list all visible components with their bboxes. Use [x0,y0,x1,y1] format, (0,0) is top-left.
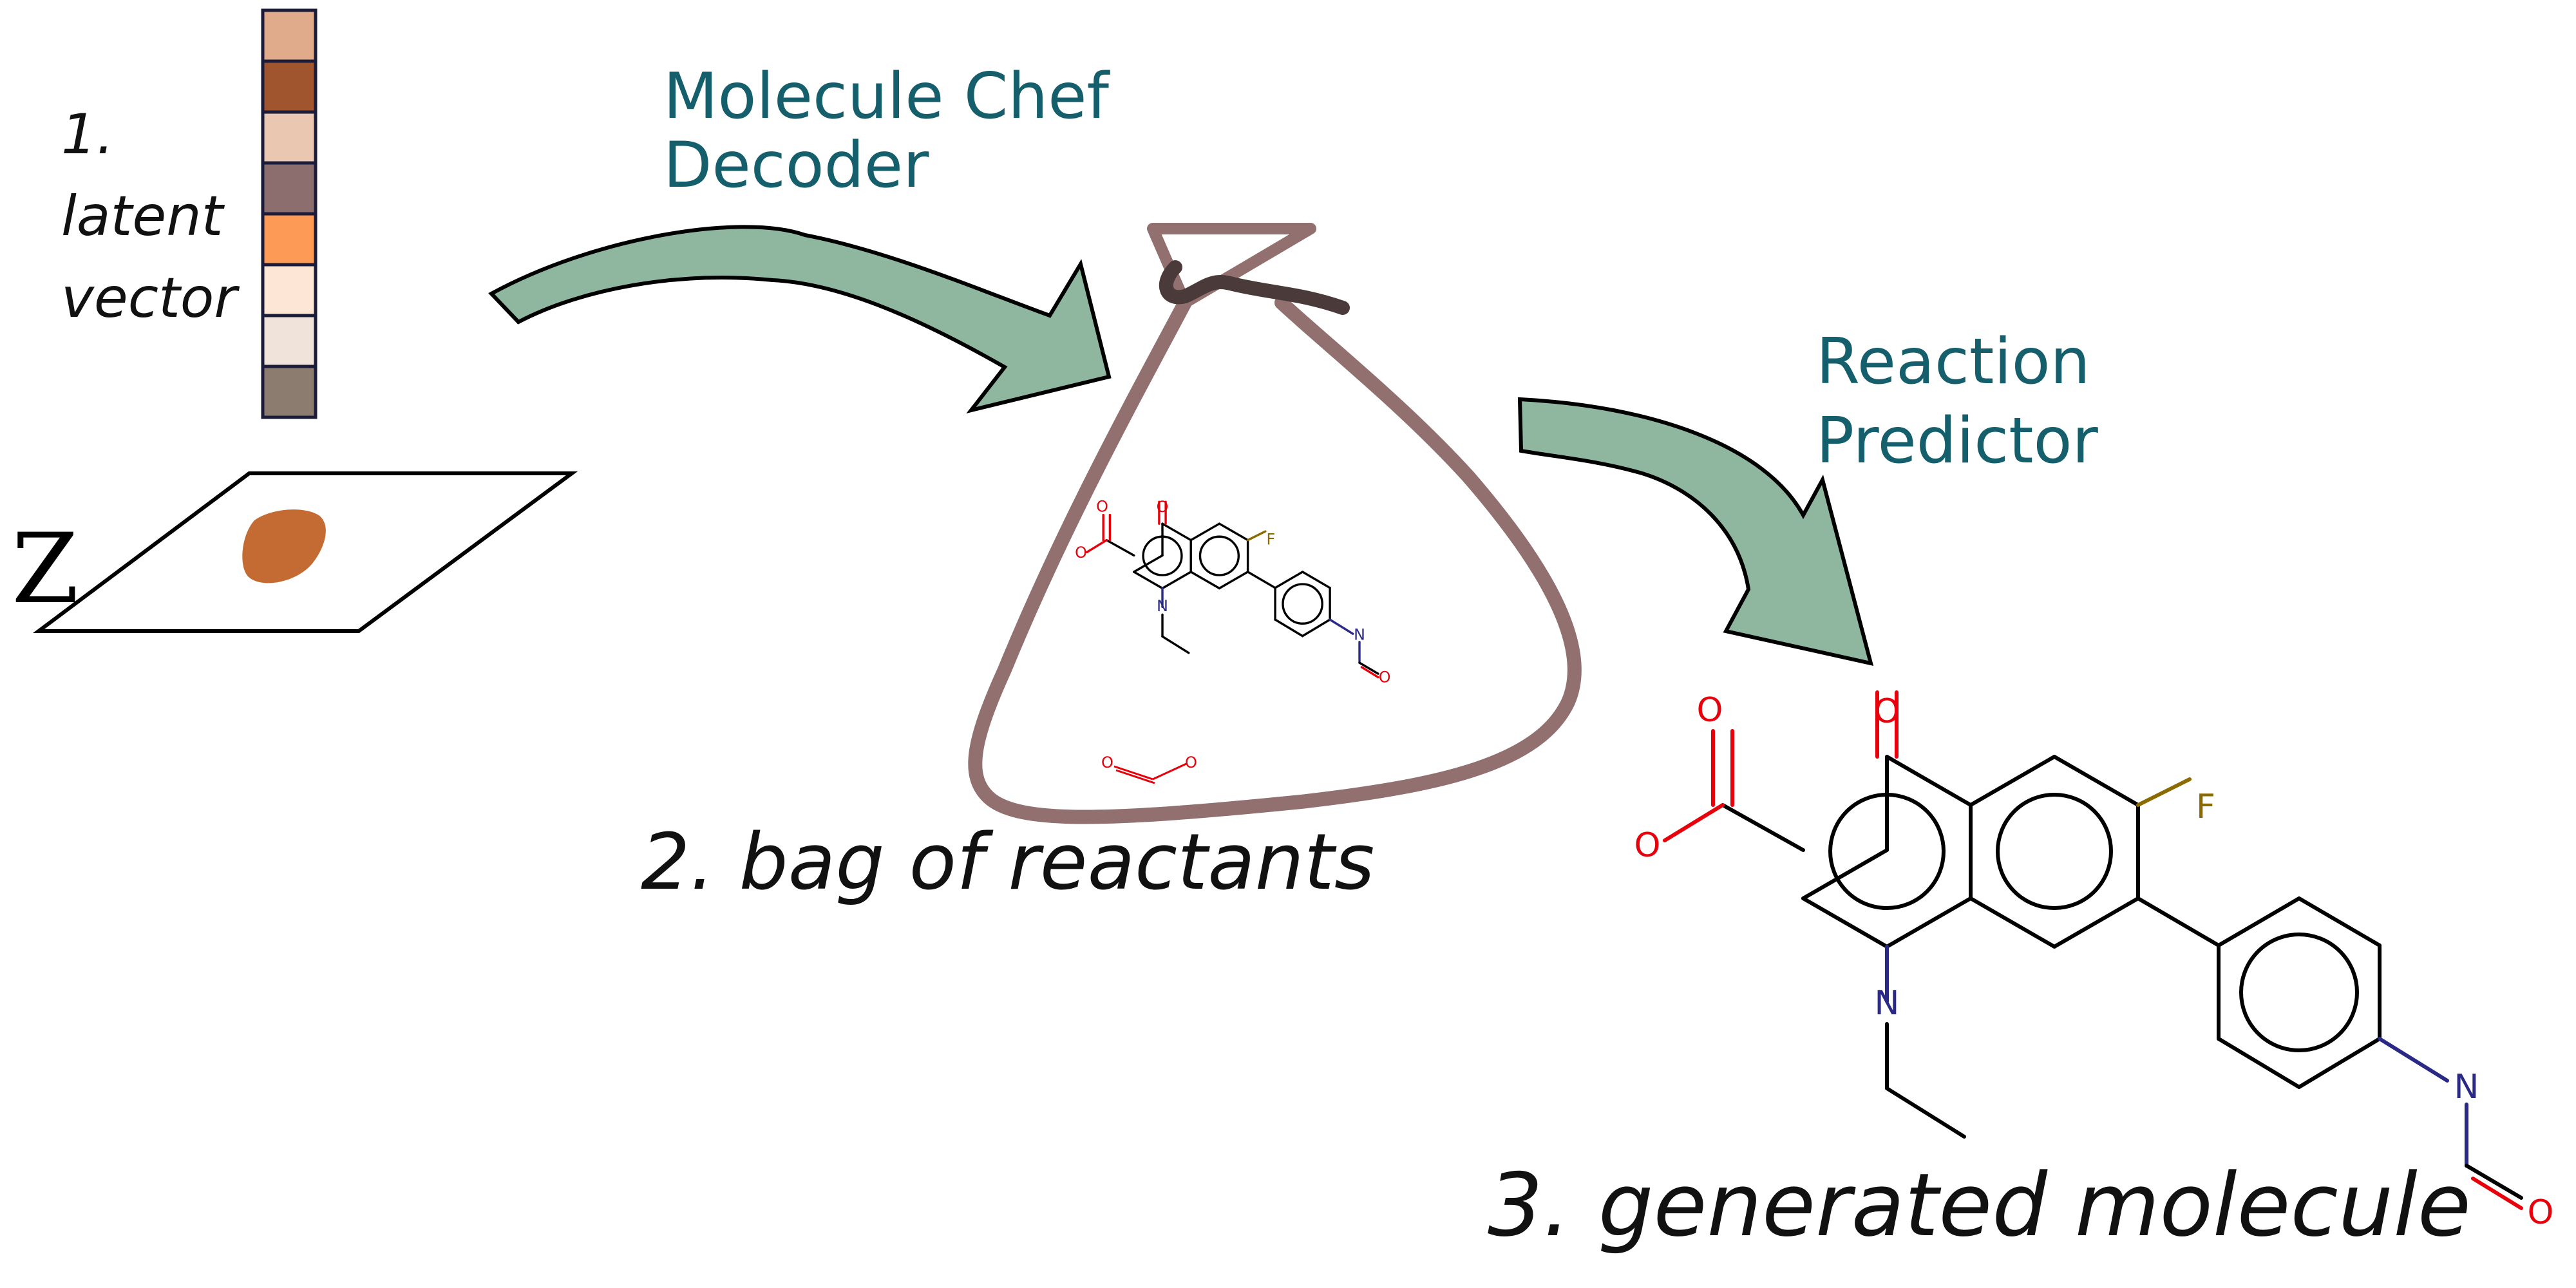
latent-label-line3: vector [61,266,240,330]
bond [1161,635,1190,654]
bond [1218,522,1249,542]
latent-label-line2: latent [61,184,225,249]
generated-caption: 3. generated molecule [1488,1155,2471,1256]
bond [2136,777,2192,807]
bag-reactant-small: O O [1101,753,1197,784]
small-o-1: O [1101,753,1113,772]
bond [1329,618,1354,635]
atom-label: F [2196,788,2215,826]
predictor-arrow [1517,397,1874,666]
bond [2052,755,2140,807]
bond [2465,1164,2523,1200]
latent-vector-cell [261,212,317,267]
bond [2136,896,2221,947]
bond [1969,896,2056,949]
aromatic-ring [1142,535,1183,576]
aromatic-ring [1828,793,1946,910]
bond [1133,554,1164,573]
bond [1218,571,1249,590]
bond [1801,848,1889,900]
bond [1360,666,1379,679]
small-o-2: O [1185,753,1197,772]
atom-label: O [1379,668,1391,687]
bond [1189,571,1221,590]
bond [1885,1086,1966,1139]
bond [1086,538,1108,554]
atom-label: O [1697,691,1723,730]
atom-label: O [2528,1193,2554,1232]
bond [1301,618,1331,638]
decoder-arrow [488,225,1112,413]
latent-vector-cell [261,161,317,216]
bond [2297,896,2382,947]
aromatic-ring [2239,933,2359,1052]
aromatic-ring [1282,583,1323,625]
bag-outline [968,296,1582,824]
predictor-title: Reaction Predictor [1816,325,2099,478]
atom-label: N [1157,597,1168,615]
bond [1358,661,1379,675]
bond [1161,571,1192,590]
predictor-title-line2: Predictor [1816,404,2099,478]
bond [1721,803,1805,852]
aromatic-ring [1996,793,2113,910]
atom-label: O [1075,544,1087,562]
atom-label: O [1157,498,1169,516]
atom-label: F [1266,531,1275,549]
bond [1885,896,1973,949]
bond [1885,755,1973,807]
bond [1105,538,1135,557]
bond [1274,618,1304,638]
atom-label: N [1875,984,1900,1023]
latent-vector-cell [261,8,317,63]
latent-vector-cell [261,110,317,165]
atom-label: N [1354,625,1365,643]
decoder-title: Molecule Chef Decoder [663,60,1111,202]
bag-reactant-main: O O O F N N O [1075,498,1390,687]
latent-space: Z [12,471,578,633]
decoder-title-line2: Decoder [663,129,929,202]
bond [1801,896,1889,949]
bond [2217,1037,2301,1089]
latent-vector-cell [261,263,317,317]
bag-caption: 2. bag of reactants [641,818,1374,907]
bond [2471,1177,2523,1210]
bond [1189,522,1221,542]
z-symbol: Z [12,513,79,625]
bond [1161,522,1192,542]
atom-label: O [1096,498,1108,516]
bond [1246,530,1267,542]
bond [2217,896,2301,947]
latent-vector-cell [261,59,317,114]
latent-vector-label: 1. latent vector [61,102,240,330]
bond [2052,896,2140,949]
latent-vector-cell [261,314,317,368]
predictor-arrow-shape [1517,397,1874,666]
latent-vector [261,8,317,419]
bond [1274,571,1304,589]
aromatic-ring [1198,535,1240,576]
bond [1663,803,1725,842]
latent-label-line1: 1. [61,102,114,167]
latent-point [242,509,326,583]
bond [1133,571,1164,590]
generated-molecule: O O O F N N O [1634,690,2554,1232]
decoder-arrow-shape [488,225,1112,413]
reactant-bag [968,223,1582,824]
decoder-title-line1: Molecule Chef [663,60,1111,133]
atom-label: N [2454,1068,2479,1106]
atom-label: O [1634,826,1661,865]
latent-vector-cell [261,365,317,419]
bag-knot [1159,260,1350,315]
bond [1301,571,1331,589]
predictor-title-line1: Reaction [1816,325,2090,399]
bond [1246,571,1276,589]
bond [2297,1037,2382,1089]
bond [2378,1037,2449,1083]
atom-label: O [1874,692,1900,731]
bond [1969,755,2056,807]
